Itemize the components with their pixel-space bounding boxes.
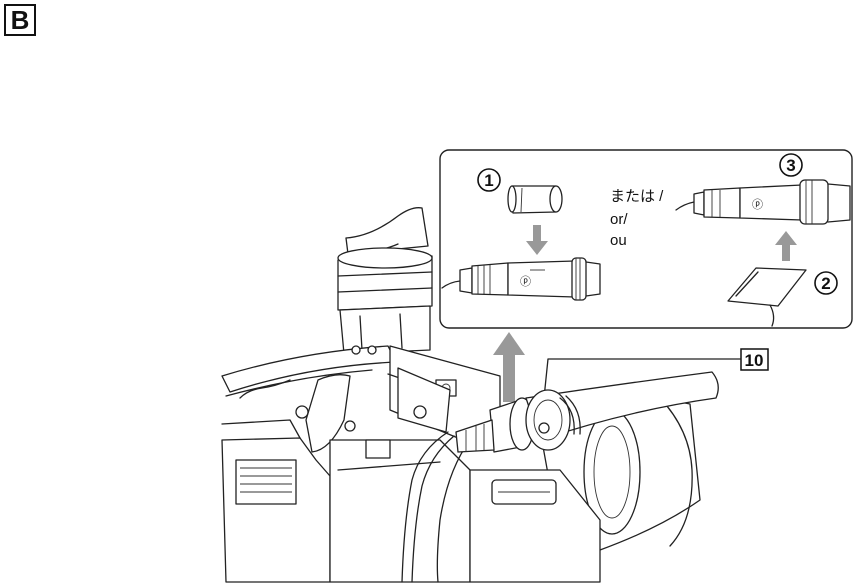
svg-text:ⓟ: ⓟ xyxy=(520,275,531,288)
alternative-text-line1: または / xyxy=(610,188,664,205)
alternative-text-line2: or/ xyxy=(610,211,628,228)
step-3-marker: 3 xyxy=(779,153,803,177)
windscreen-cap-icon xyxy=(507,185,563,214)
step-2-number: 2 xyxy=(821,274,830,293)
step-1-marker: 1 xyxy=(477,168,501,192)
microphone-step1-icon: ⓟ xyxy=(441,257,601,301)
svg-text:ⓟ: ⓟ xyxy=(752,198,763,211)
step-1-number: 1 xyxy=(484,171,493,190)
callout-10: 10 xyxy=(543,348,769,399)
step-3-number: 3 xyxy=(786,156,795,175)
arrow-down-icon xyxy=(526,225,548,255)
step-2-marker: 2 xyxy=(814,271,838,295)
camera-body-illustration xyxy=(221,207,719,583)
section-letter-box: B xyxy=(4,4,36,36)
section-letter: B xyxy=(10,5,30,35)
arrow-up-icon xyxy=(775,231,797,261)
microphone-step3-icon: ⓟ xyxy=(675,179,851,225)
windscreen-pad-icon xyxy=(727,267,807,327)
callout-10-number: 10 xyxy=(745,351,764,370)
arrow-up-to-inset-icon xyxy=(493,332,525,402)
alternative-text-line3: ou xyxy=(610,232,627,249)
